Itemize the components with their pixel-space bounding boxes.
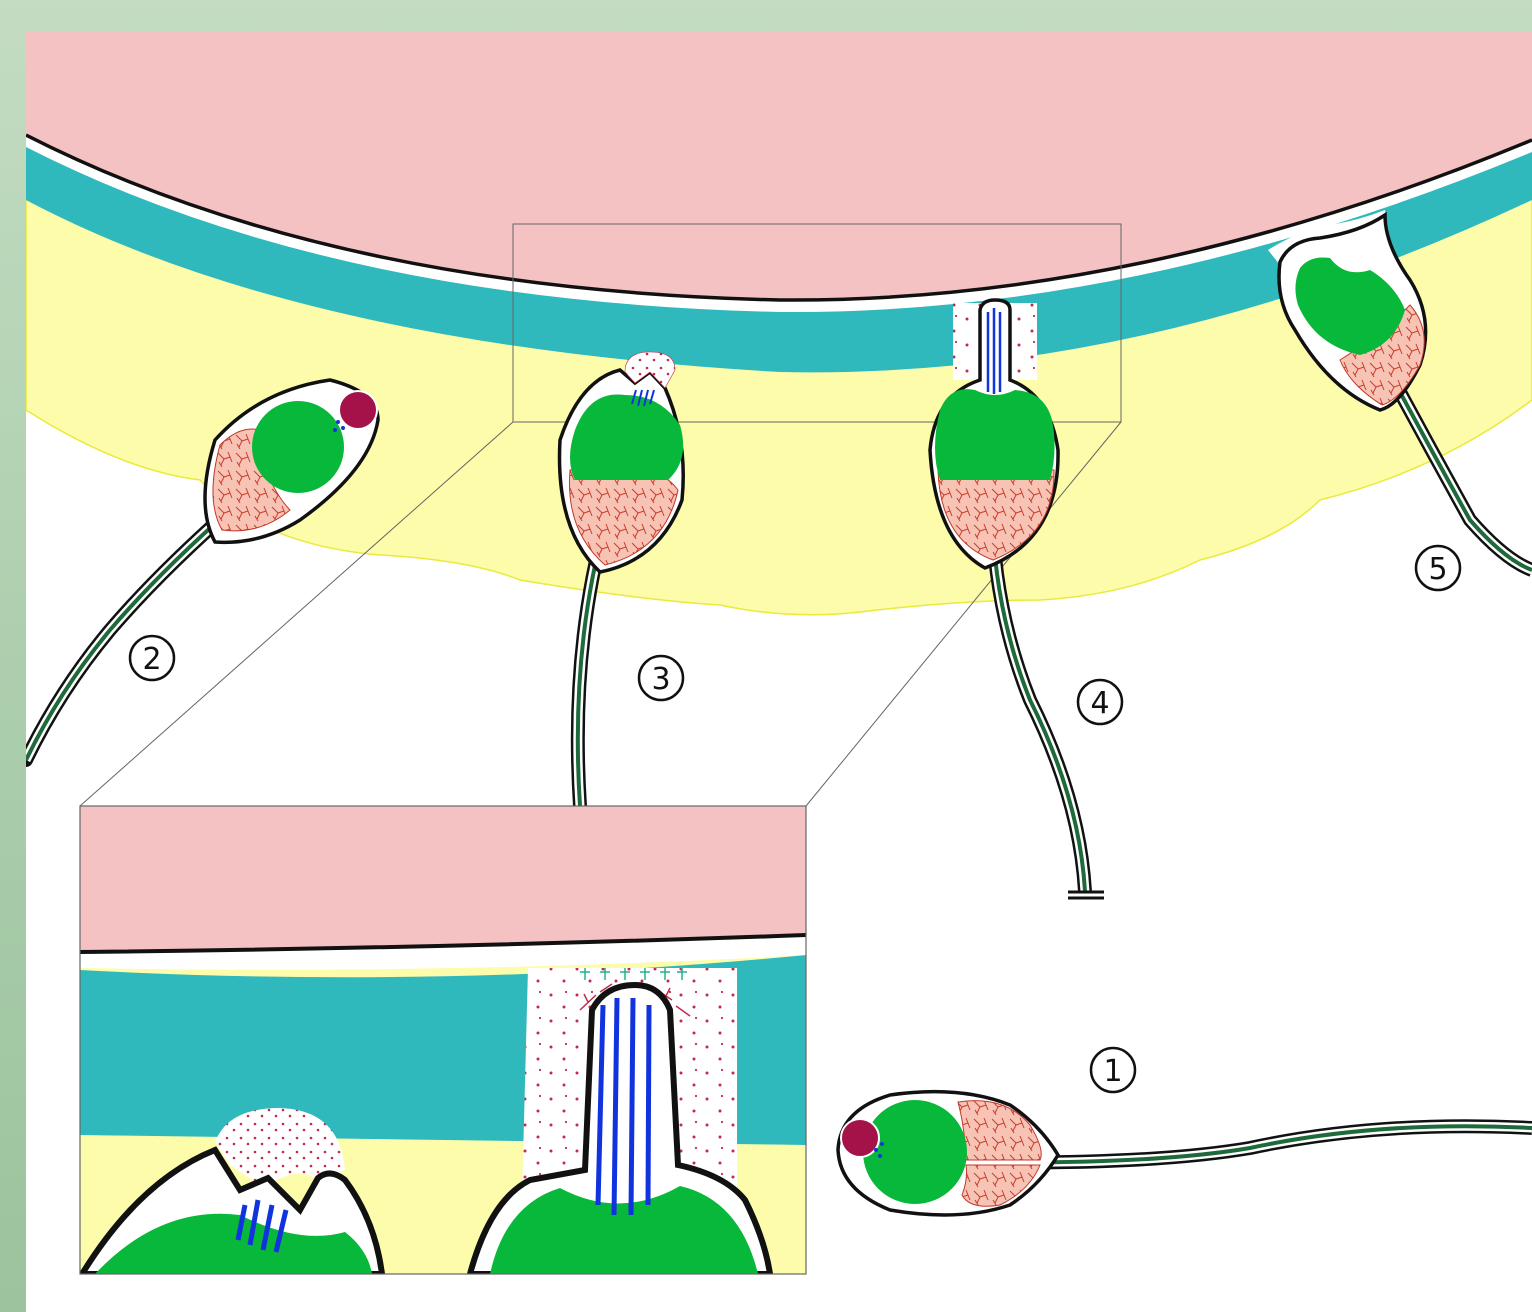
svg-text:3: 3 (651, 662, 670, 697)
svg-text:2: 2 (142, 642, 161, 677)
stage-label-4: 4 (1078, 680, 1122, 724)
sperm-1-midpiece (958, 1101, 1041, 1160)
sperm-1-nucleus (863, 1100, 967, 1204)
sperm-2-acrosome (339, 391, 377, 429)
zoom-inset (80, 806, 806, 1274)
fertilization-diagram: 1 2 3 4 5 (26, 32, 1532, 1312)
stage-label-2: 2 (130, 636, 174, 680)
svg-text:5: 5 (1428, 552, 1447, 587)
sperm-1-acrosome (841, 1119, 879, 1157)
stage-label-5: 5 (1416, 546, 1460, 590)
sperm-4-nucleus (935, 389, 1055, 480)
diagram-canvas: 1 2 3 4 5 (26, 32, 1532, 1312)
stage-label-3: 3 (639, 656, 683, 700)
svg-text:1: 1 (1103, 1054, 1122, 1089)
stage-label-1: 1 (1091, 1048, 1135, 1092)
svg-text:4: 4 (1090, 686, 1109, 721)
sperm-2-nucleus (252, 401, 344, 493)
inset-cytoplasm (80, 806, 806, 952)
sperm-stage-1 (838, 1092, 1532, 1215)
